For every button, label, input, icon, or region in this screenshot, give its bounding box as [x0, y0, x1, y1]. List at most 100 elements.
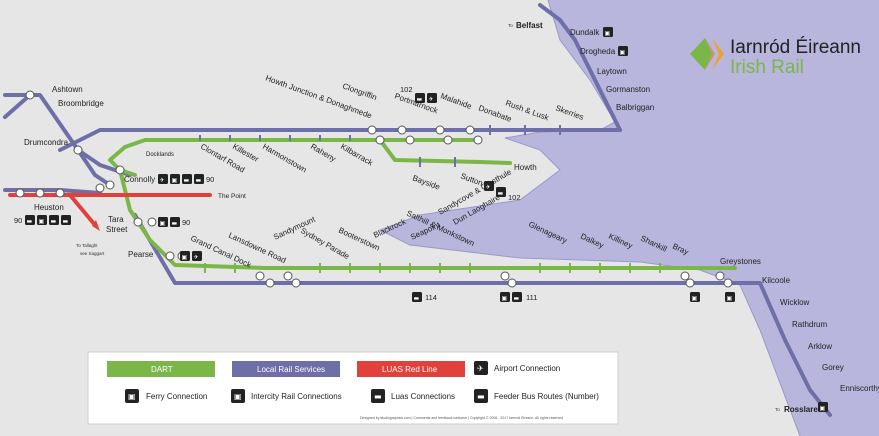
station-belfast: Belfast	[516, 21, 543, 30]
svg-text:▬: ▬	[374, 392, 382, 401]
intercity-icon	[603, 27, 613, 37]
legend-luas-label: LUAS Red Line	[382, 365, 438, 374]
airport-icon	[474, 361, 488, 375]
portmarnock-route-102: 102	[400, 85, 413, 94]
bus-icon	[412, 292, 422, 302]
station-broombridge: Broombridge	[58, 99, 104, 108]
dunlaoghaire-icons: ▣ ▬	[500, 292, 522, 302]
svg-text:✈: ✈	[194, 254, 199, 261]
svg-text:✈: ✈	[160, 177, 165, 184]
svg-text:▬: ▬	[51, 218, 57, 225]
svg-text:▣: ▣	[692, 295, 698, 302]
svg-text:▣: ▣	[160, 220, 166, 227]
legend-luas-conn-label: Luas Connections	[391, 392, 455, 401]
rosslare-icons: ▣	[818, 402, 828, 412]
station-balbriggan: Balbriggan	[616, 103, 654, 112]
ferry-icon	[500, 292, 510, 302]
ferry-icon	[818, 402, 828, 412]
station-tara: Tara	[108, 215, 124, 224]
dunlaoghaire-route-111: 111	[526, 293, 537, 302]
svg-text:▬: ▬	[498, 190, 504, 197]
intercity-icon	[618, 46, 628, 56]
svg-text:▬: ▬	[27, 218, 33, 225]
pearse-icons: ▣ ✈	[180, 251, 202, 261]
legend-dart-label: DART	[151, 365, 173, 374]
svg-text:▬: ▬	[196, 177, 202, 184]
station-kilcoole: Kilcoole	[762, 276, 791, 285]
legend-feeder-label: Feeder Bus Routes (Number)	[494, 392, 599, 401]
legend-footer: Designed by studiographics.com | Comment…	[360, 415, 563, 420]
luas-icon	[49, 215, 59, 225]
sutton-route-102: 102	[508, 193, 521, 202]
station-connolly: Connolly	[124, 175, 155, 184]
station-drumcondra: Drumcondra	[24, 138, 69, 147]
intercity-icon	[158, 217, 168, 227]
svg-text:▬: ▬	[417, 96, 423, 103]
bus-icon	[25, 215, 35, 225]
svg-text:▣: ▣	[182, 254, 188, 261]
intercity-icon	[725, 292, 735, 302]
svg-text:▣: ▣	[172, 177, 178, 184]
airport-icon	[427, 93, 437, 103]
bus-icon	[194, 174, 204, 184]
station-rathdrum: Rathdrum	[792, 320, 827, 329]
station-pearse: Pearse	[128, 250, 154, 259]
svg-text:▣: ▣	[620, 49, 626, 56]
station-greystones: Greystones	[720, 257, 761, 266]
svg-text:▬: ▬	[172, 220, 178, 227]
ferry-icon	[125, 389, 139, 403]
sutton-icons: ✈ ▬	[484, 181, 506, 197]
luas-icon	[182, 174, 192, 184]
bus-icon	[496, 187, 506, 197]
irish-rail-logo	[690, 38, 724, 70]
station-enniscorthy: Enniscorthy	[840, 384, 879, 393]
tara-route-90: 90	[182, 218, 190, 227]
station-thepoint: The Point	[218, 193, 246, 200]
airport-icon	[192, 251, 202, 261]
station-dundalk: Dundalk	[570, 28, 600, 37]
legend-ferry-label: Ferry Connection	[146, 392, 207, 401]
belfast-to: To	[508, 23, 513, 28]
dundalk-icons: ▣ ▣	[603, 27, 628, 56]
svg-text:▬: ▬	[414, 295, 420, 302]
station-street: Street	[106, 225, 128, 234]
blackrock-icons: ▬	[412, 292, 422, 302]
svg-text:▣: ▣	[820, 405, 826, 412]
brand-name-english: Irish Rail	[730, 57, 804, 78]
svg-text:▣: ▣	[502, 295, 508, 302]
station-gorey: Gorey	[822, 363, 844, 372]
station-ticks-south	[204, 263, 661, 273]
tallaght-to: To	[76, 243, 81, 248]
saggart-label: see Saggart	[80, 251, 105, 256]
legend-local-label: Local Rail Services	[257, 365, 325, 374]
station-ashtown: Ashtown	[52, 85, 83, 94]
connolly-route-90: 90	[206, 175, 214, 184]
legend: DART Local Rail Services LUAS Red Line ✈…	[87, 351, 619, 425]
station-gormanston: Gormanston	[606, 85, 650, 94]
station-rosslare: Rosslare	[784, 405, 818, 414]
station-arklow: Arklow	[808, 342, 832, 351]
station-drogheda: Drogheda	[580, 47, 616, 56]
sea-area	[380, 0, 879, 436]
legend-local-swatch	[232, 361, 340, 377]
station-laytown: Laytown	[597, 67, 627, 76]
bray-icons: ▣ ▣	[690, 292, 735, 302]
brand-name-irish: Iarnród Éireann	[730, 37, 861, 58]
bus-icon	[474, 389, 488, 403]
bus-icon	[170, 217, 180, 227]
svg-text:✈: ✈	[477, 364, 484, 373]
station-ticks	[199, 125, 561, 167]
tallaght-label: Tallaght	[82, 243, 98, 248]
svg-text:▬: ▬	[63, 218, 69, 225]
svg-text:▬: ▬	[184, 177, 190, 184]
station-heuston: Heuston	[34, 203, 64, 212]
legend-airport-label: Airport Connection	[494, 364, 560, 373]
legend-dart-swatch	[107, 361, 215, 377]
station-howth: Howth	[514, 163, 537, 172]
svg-text:▣: ▣	[727, 295, 733, 302]
malahide-icons: ▬ ✈	[415, 93, 437, 103]
legend-luas-swatch	[357, 361, 465, 377]
tara-icons: ▣ ▬	[158, 217, 180, 227]
luas-icon	[61, 215, 71, 225]
